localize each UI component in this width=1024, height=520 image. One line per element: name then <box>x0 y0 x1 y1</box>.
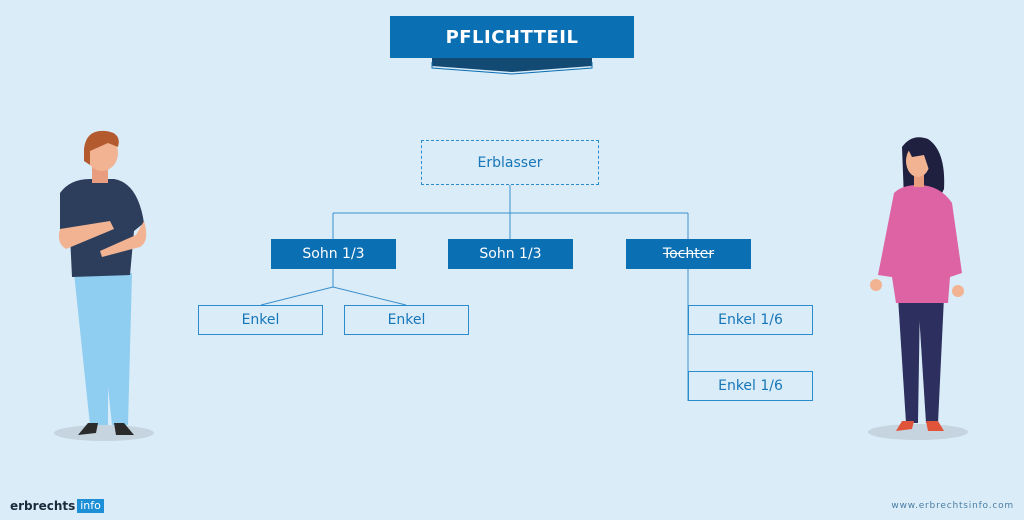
banner-ribbon <box>431 58 593 75</box>
node-tochter: Tochter <box>626 239 751 269</box>
title-banner: PFLICHTTEIL <box>390 16 634 75</box>
woman-illustration <box>868 137 968 440</box>
node-enkel-1: Enkel <box>198 305 323 335</box>
page-title: PFLICHTTEIL <box>390 16 634 58</box>
logo-tag: info <box>77 499 104 513</box>
footer-url: www.erbrechtsinfo.com <box>891 501 1014 511</box>
logo: erbrechts info <box>10 499 104 513</box>
logo-main-text: erbrechts <box>10 499 76 513</box>
node-erblasser: Erblasser <box>421 140 599 185</box>
node-sohn-1: Sohn 1/3 <box>271 239 396 269</box>
node-enkel-3: Enkel 1/6 <box>688 305 813 335</box>
man-illustration <box>54 130 154 441</box>
node-enkel-2: Enkel <box>344 305 469 335</box>
node-enkel-4: Enkel 1/6 <box>688 371 813 401</box>
node-sohn-2: Sohn 1/3 <box>448 239 573 269</box>
